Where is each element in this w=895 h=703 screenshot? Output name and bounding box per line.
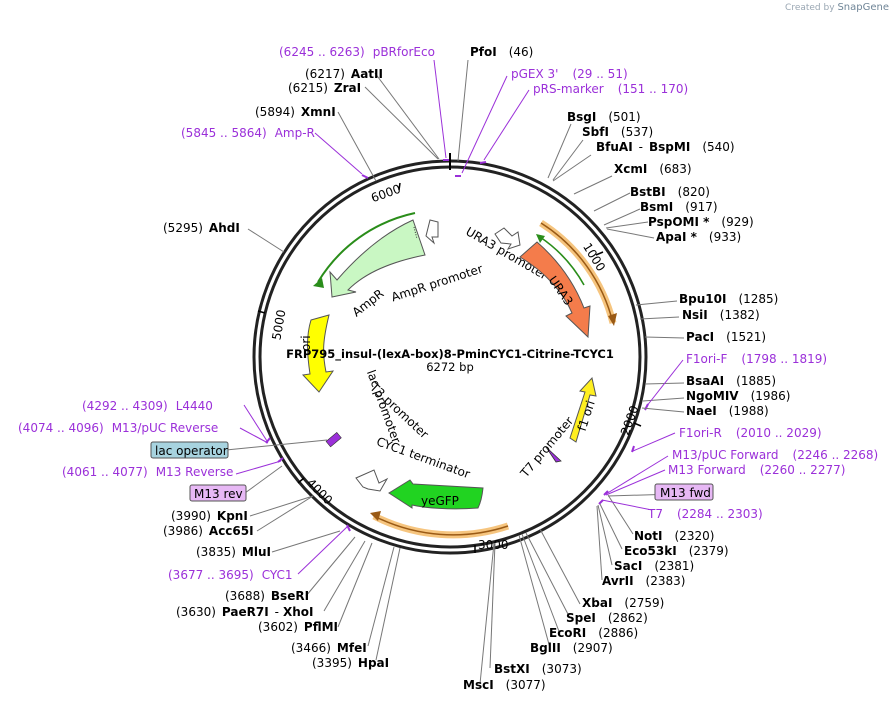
ori-arrow (301, 314, 335, 393)
enzyme-label: PspOMI *(929) (648, 215, 754, 229)
ura3-orf-head (608, 313, 617, 326)
primer-labels: (6245 .. 6263)pBRforEco pGEX 3'(29 .. 51… (18, 45, 878, 582)
enzyme-label: BstBI(820) (630, 185, 710, 199)
tick-label-3000: 3000 (478, 538, 509, 552)
enzyme-label: XbaI(2759) (582, 596, 664, 610)
primer-label: pRS-marker(151 .. 170) (533, 82, 688, 96)
ura3-promoter-arrow (494, 227, 521, 250)
ura3-inner-line (539, 236, 585, 286)
enzyme-label: BsgI(501) (567, 110, 641, 124)
snapgene-brand: Created by SnapGene (785, 2, 889, 13)
yegfp-label: yeGFP (421, 494, 459, 508)
enzyme-label: AvrII(2383) (602, 574, 685, 588)
enzyme-label: NgoMIV(1986) (686, 389, 790, 403)
enzyme-label: MscI(3077) (463, 678, 546, 692)
enzyme-label: (3990)KpnI (171, 509, 248, 523)
enzyme-label: (5295)AhdI (163, 221, 240, 235)
cyc1-terminator-arrow (355, 469, 389, 492)
enzyme-leaders (247, 59, 685, 685)
primer-leaders (235, 59, 684, 575)
enzyme-label: SpeI(2862) (566, 611, 648, 625)
enzyme-label: NotI(2320) (634, 529, 714, 543)
ampr-orf-head (313, 278, 324, 288)
ampr-promoter-label: AmpR promoter (389, 262, 484, 305)
enzyme-label: NsiI(1382) (682, 308, 760, 322)
primer-label: F1ori-F(1798 .. 1819) (686, 352, 827, 366)
f1-ori-arrow (569, 376, 597, 443)
primer-label: (6245 .. 6263)pBRforEco (279, 45, 435, 59)
enzyme-label: Eco53kI(2379) (624, 544, 729, 558)
f1-ori-label: f1 ori (575, 399, 598, 433)
enzyme-label: SbfI(537) (582, 125, 653, 139)
enzyme-label: (5894)XmnI (255, 105, 336, 119)
enzyme-label: (3395)HpaI (312, 656, 389, 670)
plasmid-length: 6272 bp (426, 360, 474, 374)
ampr-arrow (329, 219, 426, 298)
m13-fwd-label: M13 fwd (660, 486, 711, 500)
enzyme-label: BstXI(3073) (494, 662, 582, 676)
lac-operator-box: lac operator (150, 441, 229, 459)
primer-label: M13 Forward(2260 .. 2277) (668, 463, 845, 477)
brand-name: SnapGene (837, 2, 889, 13)
tick-label-5000: 5000 (269, 309, 288, 342)
brand-created-by: Created by (785, 3, 835, 13)
t7-promoter-arrow (545, 446, 562, 463)
t7-promoter-label: T7 promoter (517, 414, 576, 481)
tick-label-6000: 6000 (369, 182, 402, 206)
enzyme-label: (3835)MluI (196, 545, 271, 559)
cyc1-terminator-label: CYC1 terminator (375, 434, 472, 481)
primer-label: F1ori-R(2010 .. 2029) (679, 426, 822, 440)
enzyme-label: PfoI(46) (470, 45, 533, 59)
enzyme-label: (6215)ZraI (288, 81, 361, 95)
tick-marks (257, 182, 642, 553)
primer-label: (5845 .. 5864)Amp-R (181, 126, 315, 140)
lac-operator-label: lac operator (155, 444, 228, 458)
primer-label: (4292 .. 4309)L4440 (82, 399, 213, 413)
citrine-orf-line (373, 515, 509, 536)
enzyme-label: XcmI(683) (614, 162, 692, 176)
enzyme-label: Bpu10I(1285) (679, 292, 778, 306)
ura3-inner-head (536, 234, 545, 243)
ampr-orf-line (317, 212, 416, 283)
enzyme-label: (3986)Acc65I (163, 524, 254, 538)
enzyme-label: BfuAI-BspMI(540) (596, 140, 735, 154)
ampr-dotted (413, 226, 418, 240)
enzyme-label: NaeI(1988) (686, 404, 769, 418)
ura3-orf-line (540, 222, 614, 324)
tick-label-2000: 2000 (618, 404, 642, 437)
enzyme-label: (3688)BseRI (225, 589, 309, 603)
ori-label: ori (299, 335, 313, 351)
m13-rev-box: M13 rev (189, 484, 247, 502)
enzyme-label: (3466)MfeI (291, 641, 367, 655)
lac-operator-mark (325, 432, 342, 448)
enzyme-label: EcoRI(2886) (549, 626, 638, 640)
enzyme-label: (6217)AatII (305, 67, 383, 81)
enzyme-label: (3602)PflMI (258, 620, 338, 634)
plasmid-name: FRP795_insul-(lexA-box)8-PminCYC1-Citrin… (286, 347, 614, 362)
citrine-orf-head (370, 511, 381, 521)
primer-label: pGEX 3'(29 .. 51) (511, 67, 628, 81)
primer-label: (4061 .. 4077)M13 Reverse (62, 465, 233, 479)
enzyme-labels: PfoI(46) BsgI(501) SbfI(537) BfuAI-BspMI… (163, 45, 790, 692)
enzyme-label: PacI(1521) (686, 330, 766, 344)
enzyme-label: BglII(2907) (530, 641, 613, 655)
enzyme-label: BsaAI(1885) (686, 374, 776, 388)
enzyme-label: ApaI *(933) (656, 230, 741, 244)
primer-label: (3677 .. 3695)CYC1 (168, 568, 293, 582)
primer-label: (4074 .. 4096)M13/pUC Reverse (18, 421, 218, 435)
m13-rev-label: M13 rev (194, 487, 243, 501)
ampr-promoter-arrow (425, 219, 439, 245)
primer-label: T7(2284 .. 2303) (647, 507, 763, 521)
m13-fwd-box: M13 fwd (654, 483, 714, 501)
enzyme-label: SacI(2381) (614, 559, 694, 573)
enzyme-label: (3630)PaeR7I-XhoI (176, 605, 314, 619)
yegfp-arrow (388, 479, 484, 510)
enzyme-label: BsmI(917) (640, 200, 718, 214)
ura3-arrow (519, 241, 591, 339)
primer-label: M13/pUC Forward(2246 .. 2268) (672, 448, 878, 462)
